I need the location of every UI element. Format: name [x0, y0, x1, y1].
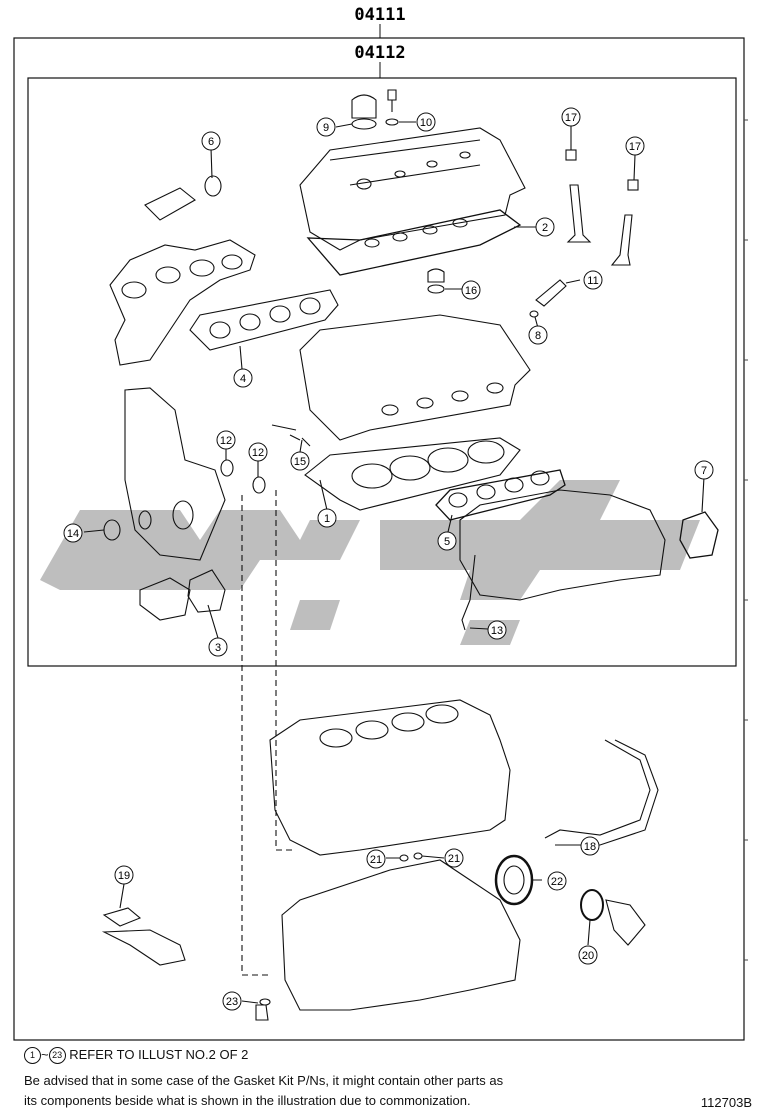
svg-text:6: 6	[208, 136, 214, 148]
callout-6: 6	[201, 131, 221, 151]
callout-2: 2	[535, 217, 555, 237]
svg-text:12: 12	[252, 447, 264, 459]
valve-cover	[299, 127, 526, 251]
svg-text:5: 5	[444, 536, 450, 548]
outer-kit-frame	[13, 37, 745, 1041]
svg-text:15: 15	[294, 456, 306, 468]
callout-17b: 17	[625, 136, 645, 156]
watermark-logo	[40, 480, 700, 645]
callout-9: 9	[316, 117, 336, 137]
svg-text:20: 20	[582, 950, 594, 962]
refer-note: 1~23 REFER TO ILLUST NO.2 OF 2	[24, 1046, 249, 1065]
exhaust-manifold-gasket	[189, 289, 339, 351]
exhaust-manifold	[109, 239, 256, 366]
timing-chain-cover	[124, 387, 226, 561]
svg-text:23: 23	[226, 996, 238, 1008]
svg-text:4: 4	[240, 373, 246, 385]
illustration-id: 112703B	[700, 1095, 752, 1110]
intake-manifold-gasket	[435, 469, 566, 521]
callout-20: 20	[578, 945, 598, 965]
intake-manifold	[459, 489, 666, 601]
refer-tilde: ~	[41, 1047, 49, 1062]
svg-text:17: 17	[565, 112, 577, 124]
callout-22: 22	[547, 871, 567, 891]
oil-filler-cap	[351, 94, 377, 119]
water-pump-gasket	[187, 569, 226, 613]
callout-8: 8	[528, 325, 548, 345]
svg-text:8: 8	[535, 330, 541, 342]
callout-3: 3	[208, 637, 228, 657]
svg-text:9: 9	[323, 122, 329, 134]
edge-ticks	[744, 119, 748, 961]
callout-11: 11	[583, 270, 603, 290]
svg-text:2: 2	[542, 222, 548, 234]
callout-14: 14	[63, 523, 83, 543]
svg-text:13: 13	[491, 625, 503, 637]
callout-12a: 12	[216, 430, 236, 450]
outer-kit-part-number: 04111	[354, 5, 405, 25]
svg-text:10: 10	[420, 117, 432, 129]
callouts: 1 2 3 4 5 6 7 8 9 10 11 12 12 13 14 15 1…	[63, 107, 714, 1011]
svg-text:18: 18	[584, 841, 596, 853]
callout-7: 7	[694, 460, 714, 480]
cylinder-block	[269, 699, 511, 856]
svg-text:21: 21	[448, 853, 460, 865]
svg-text:17: 17	[629, 141, 641, 153]
cylinder-head	[299, 314, 531, 441]
callout-1: 1	[317, 508, 337, 528]
svg-text:14: 14	[67, 528, 79, 540]
svg-text:1: 1	[324, 513, 330, 525]
svg-text:19: 19	[118, 870, 130, 882]
valve-cover-gasket	[306, 209, 522, 276]
refer-start-circle: 1	[24, 1047, 41, 1065]
callout-13: 13	[487, 620, 507, 640]
spark-plug-seals	[364, 218, 468, 248]
crankshaft-oil-seal	[494, 854, 534, 906]
callout-18: 18	[580, 836, 600, 856]
svg-text:7: 7	[701, 465, 707, 477]
svg-text:22: 22	[551, 876, 563, 888]
callout-21b: 21	[444, 848, 464, 868]
callout-19: 19	[114, 865, 134, 885]
refer-text: REFER TO ILLUST NO.2 OF 2	[69, 1047, 249, 1062]
callout-4: 4	[233, 368, 253, 388]
advice-line-1: Be advised that in some case of the Gask…	[24, 1073, 504, 1088]
callout-15: 15	[290, 451, 310, 471]
callout-23: 23	[222, 991, 242, 1011]
svg-text:12: 12	[220, 435, 232, 447]
advice-line-2: its components beside what is shown in t…	[24, 1093, 471, 1108]
callout-12b: 12	[248, 442, 268, 462]
oil-pan	[281, 859, 521, 1011]
callout-16: 16	[461, 280, 481, 300]
callout-17a: 17	[561, 107, 581, 127]
callout-5: 5	[437, 531, 457, 551]
svg-text:11: 11	[587, 275, 598, 287]
svg-text:3: 3	[215, 642, 221, 654]
svg-text:16: 16	[465, 285, 477, 297]
inner-kit-part-number: 04112	[354, 43, 405, 63]
throttle-body-gasket	[679, 511, 719, 559]
callout-21a: 21	[366, 849, 386, 869]
refer-end-circle: 23	[48, 1047, 66, 1065]
callout-10: 10	[416, 112, 436, 132]
svg-text:21: 21	[370, 854, 382, 866]
inner-kit-frame	[27, 77, 737, 667]
cylinder-head-gasket	[304, 437, 521, 511]
